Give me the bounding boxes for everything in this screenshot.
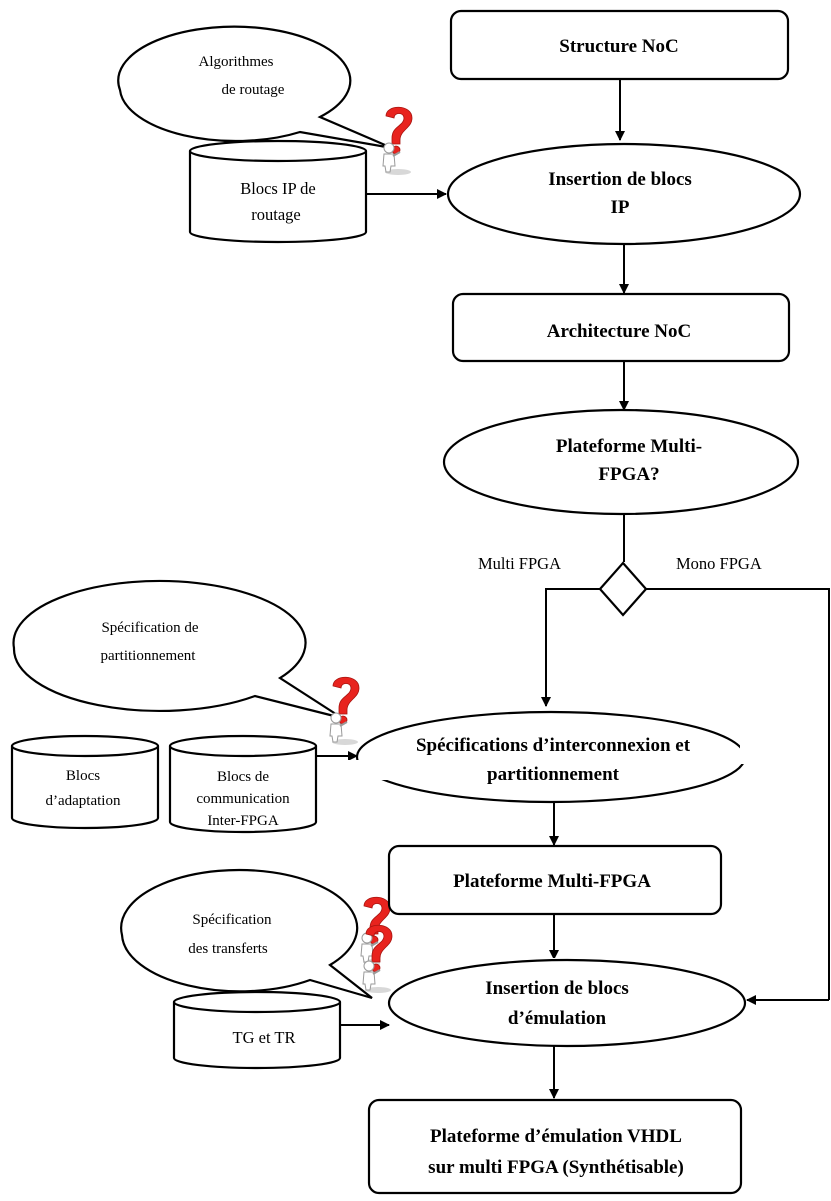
branch-multi-label: Multi FPGA xyxy=(478,554,561,573)
callout-algorithmes-line1: Algorithmes xyxy=(199,54,274,70)
node-structure-noc-label: Structure NoC xyxy=(559,36,678,57)
node-plateforme-q-line1: Plateforme Multi- xyxy=(556,436,702,457)
db-blocs-ip-routage: Blocs IP de routage xyxy=(188,139,368,244)
node-final-line2: sur multi FPGA (Synthétisable) xyxy=(428,1157,684,1178)
node-multi-fpga-label: Plateforme Multi-FPGA xyxy=(453,871,651,892)
line-multi-branch xyxy=(541,588,600,707)
node-spec-line1: Spécifications d’interconnexion et xyxy=(416,735,691,756)
callout-transferts-line1b: Spécification xyxy=(192,912,272,928)
callout-algorithmes-line2: de routage xyxy=(222,82,285,98)
line-mono-branch xyxy=(646,588,830,752)
callout-transferts-lower: Spécification des transferts xyxy=(120,868,373,1000)
node-plateforme-question: Plateforme Multi- FPGA? xyxy=(442,408,800,516)
connectors xyxy=(316,80,830,960)
callout-transferts-line2b: des transferts xyxy=(188,941,268,957)
node-insertion-ip: Insertion de blocs IP xyxy=(446,142,802,246)
node-plateforme-multi-fpga: Plateforme Multi-FPGA xyxy=(387,844,723,916)
db-adaptation-line1: Blocs xyxy=(66,768,100,784)
node-final-line1: Plateforme d’émulation VHDL xyxy=(430,1126,682,1147)
db-blocs-adaptation: Blocs d’adaptation xyxy=(10,734,160,830)
decision-diamond xyxy=(598,561,648,617)
node-insertion-emulation-ellipse: Insertion de blocs d’émulation xyxy=(387,958,747,1048)
db-communication-line3: Inter-FPGA xyxy=(207,813,279,829)
db-adaptation-line2: d’adaptation xyxy=(46,793,121,809)
db-communication-line2: communication xyxy=(196,791,290,807)
node-architecture-noc: Architecture NoC xyxy=(451,292,791,363)
db-blocs-ip-line1: Blocs IP de xyxy=(240,179,315,198)
callout-algorithmes: Algorithmes de routage xyxy=(117,25,393,150)
callout-partition: Spécification de partitionnement xyxy=(12,579,343,720)
question-person-icon xyxy=(362,924,393,994)
callout-partition-line2: partitionnement xyxy=(101,648,197,664)
node-insertion-ip-line1: Insertion de blocs xyxy=(548,169,692,190)
db-blocs-communication: Blocs de communication Inter-FPGA xyxy=(168,734,318,834)
node-spec-line2: partitionnement xyxy=(487,764,620,785)
node-emulation-line1: Insertion de blocs xyxy=(485,978,629,999)
node-insertion-ip-line2: IP xyxy=(611,197,630,218)
db-blocs-ip-line2: routage xyxy=(251,205,300,224)
node-plateforme-q-line2: FPGA? xyxy=(598,464,659,485)
db-communication-line1: Blocs de xyxy=(217,769,269,785)
db-tgtr-label-lower: TG et TR xyxy=(233,1028,296,1047)
node-emulation-line2: d’émulation xyxy=(508,1008,607,1029)
callout-partition-line1: Spécification de xyxy=(101,620,198,636)
node-architecture-noc-label: Architecture NoC xyxy=(547,321,691,342)
node-final-plateforme: Plateforme d’émulation VHDL sur multi FP… xyxy=(367,1098,743,1195)
node-structure-noc: Structure NoC xyxy=(449,9,790,81)
db-tg-tr-lower: TG et TR xyxy=(172,990,342,1070)
node-spec-interconnexion: Spécifications d’interconnexion et parti… xyxy=(355,710,747,804)
branch-mono-label: Mono FPGA xyxy=(676,554,762,573)
